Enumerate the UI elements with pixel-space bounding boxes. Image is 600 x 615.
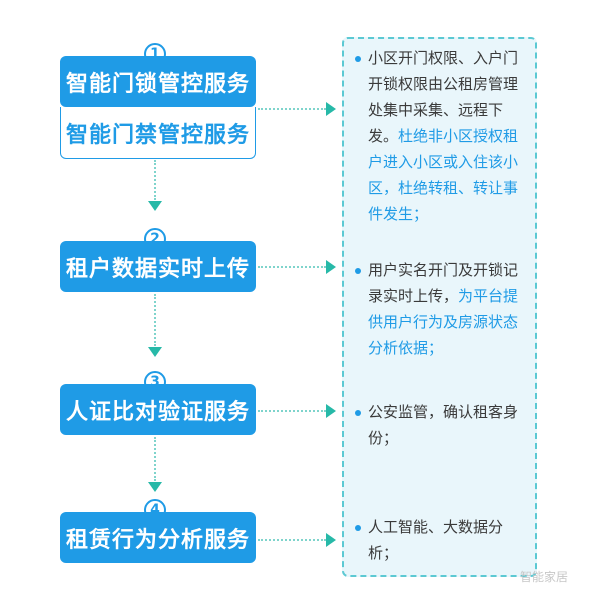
connector-line [258,108,326,110]
step-3-title: 人证比对验证服务 [60,384,256,435]
step-1-title: 智能门锁管控服务 [60,56,256,107]
description-panel [342,37,537,577]
arrow-down-icon [148,482,162,492]
description-2-dark: 用户实名开门及开锁记录实时上传， [368,261,519,305]
bullet-icon [355,268,361,274]
description-4-dark: 人工智能、大数据分析； [368,518,504,562]
connector-line [258,266,326,268]
description-3-dark: 公安监管，确认租客身份； [368,403,519,447]
description-1-dark: 小区开门权限、入户门开锁权限由公租房管理处集中采集、远程下发。 [368,49,519,145]
arrow-right-icon [326,102,336,116]
connector-line [154,294,156,346]
connector-line [258,539,326,541]
bullet-icon [355,56,361,62]
description-4: 人工智能、大数据分析； [368,514,528,566]
description-1-highlight: 杜绝非小区授权租户进入小区或入住该小区，杜绝转租、转让事件发生； [368,127,519,223]
watermark: 智能家居 [520,570,569,584]
description-1: 小区开门权限、入户门开锁权限由公租房管理处集中采集、远程下发。杜绝非小区授权租户… [368,45,528,227]
arrow-right-icon [326,404,336,418]
connector-line [154,437,156,481]
arrow-down-icon [148,201,162,211]
connector-line [154,160,156,200]
description-3: 公安监管，确认租客身份； [368,399,528,451]
arrow-down-icon [148,347,162,357]
bullet-icon [355,525,361,531]
step-2-title: 租户数据实时上传 [60,241,256,292]
arrow-right-icon [326,260,336,274]
step-4-title: 租赁行为分析服务 [60,512,256,563]
description-2-highlight: 为平台提供用户行为及房源状态分析依据； [368,287,519,357]
bullet-icon [355,410,361,416]
arrow-right-icon [326,533,336,547]
step-1-subtitle: 智能门禁管控服务 [60,107,256,159]
connector-line [258,410,326,412]
description-2: 用户实名开门及开锁记录实时上传，为平台提供用户行为及房源状态分析依据； [368,257,528,361]
